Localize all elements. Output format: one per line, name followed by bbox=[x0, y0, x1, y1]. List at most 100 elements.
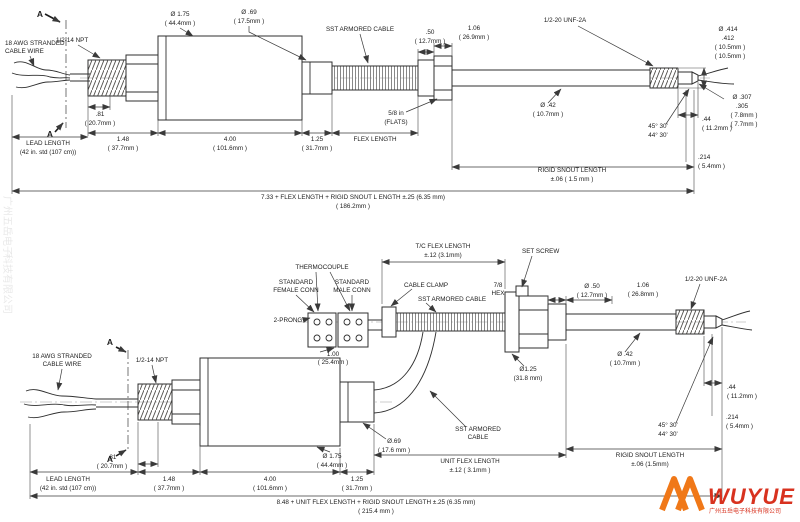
label-2-prong: 2-PRONG bbox=[274, 317, 303, 324]
dim-dia50-mm: ( 12.7mm ) bbox=[577, 292, 607, 299]
dim-dia-conn-mm: ( 17.5mm ) bbox=[234, 18, 264, 25]
dim-125-mm: ( 31.7mm ) bbox=[342, 485, 372, 492]
dim-81-mm: ( 20.7mm ) bbox=[85, 120, 115, 127]
flex-conduit bbox=[331, 65, 419, 91]
top-view-parts bbox=[11, 35, 735, 121]
label-tc-flex: T/C FLEX LENGTH bbox=[416, 243, 471, 250]
tip-chamfer bbox=[691, 71, 699, 85]
hex-nut bbox=[433, 55, 453, 101]
wuyue-logo-text: WUYUE bbox=[708, 484, 795, 509]
dim-214: .214 bbox=[726, 414, 739, 421]
top-view-dimensions bbox=[11, 13, 725, 194]
dim-overall-mm: ( 186.2mm ) bbox=[336, 203, 370, 210]
label-male-conn: STANDARD bbox=[335, 279, 370, 286]
leader-awg bbox=[56, 368, 63, 391]
leader-cable-clamp bbox=[390, 288, 413, 307]
label-awg-2: CABLE WIRE bbox=[43, 361, 82, 368]
tc-female-connector bbox=[307, 312, 337, 348]
dim-125: 1.25 bbox=[311, 136, 324, 143]
label-thermocouple: THERMOCOUPLE bbox=[295, 264, 348, 271]
bottom-view: A A T/C FLEX LENGTH ±.12 (3.1mm) SET SCR… bbox=[20, 243, 757, 515]
curved-armored-cable bbox=[373, 331, 437, 414]
dim-angle: 45° 30' bbox=[658, 421, 677, 429]
dim-50-mm: ( 12.7mm ) bbox=[415, 38, 445, 45]
dim-angle: 45° 30' bbox=[648, 122, 667, 130]
section-label-a: A bbox=[37, 9, 43, 19]
leader-dia69 bbox=[362, 422, 387, 440]
dim-81: .81 bbox=[96, 111, 105, 118]
probe-tip bbox=[677, 71, 693, 85]
probe-thread bbox=[675, 309, 705, 335]
tip-wires bbox=[721, 310, 753, 331]
label-unit-flex-2: ±.12 ( 3.1mm ) bbox=[450, 467, 491, 474]
dim-106-mm: ( 26.9mm ) bbox=[459, 34, 489, 41]
fitting-disc bbox=[504, 291, 520, 353]
label-awg: 18 AWG STRANDED bbox=[32, 353, 92, 360]
leader-dia-conn bbox=[248, 26, 307, 61]
dim-od305: .305 bbox=[736, 103, 749, 110]
wuyue-logo-mark-icon bbox=[659, 476, 705, 512]
cable-connector bbox=[339, 381, 375, 423]
label-sst-cable: SST ARMORED CABLE bbox=[418, 296, 486, 303]
label-flats-2: (FLATS) bbox=[384, 119, 407, 126]
probe-thread bbox=[649, 67, 679, 89]
dim-dia69: Ø.69 bbox=[387, 438, 401, 445]
tc-male-connector bbox=[337, 312, 369, 348]
hex-collar-facets bbox=[172, 389, 200, 415]
label-lead-length: LEAD LENGTH bbox=[26, 140, 70, 147]
brand-logo: WUYUE 广州五岳电子科技有限公司 bbox=[659, 476, 795, 515]
dim-dia-body: Ø 1.75 bbox=[323, 453, 342, 460]
cable-clamp bbox=[381, 306, 397, 338]
top-view-labels: A A 18 AWG STRANDED CABLE WIRE 1/2-14 NP… bbox=[5, 9, 757, 210]
label-rigid-snout: RIGID SNOUT LENGTH bbox=[616, 452, 685, 459]
label-cable-clamp: CABLE CLAMP bbox=[404, 282, 448, 289]
dim-od307-mm: ( 7.8mm ) bbox=[731, 112, 758, 119]
section-label-a: A bbox=[107, 337, 113, 347]
dim-400-mm: ( 101.6mm ) bbox=[253, 485, 287, 492]
bottom-view-parts bbox=[23, 285, 753, 447]
dim-214: .214 bbox=[698, 154, 711, 161]
leader-thermocouple-2 bbox=[329, 271, 351, 312]
tc-connector-pins bbox=[313, 318, 363, 342]
leader-npt bbox=[151, 364, 158, 384]
dim-44-mm: ( 11.2mm ) bbox=[727, 393, 757, 400]
dim-dia-body-mm: ( 44.4mm ) bbox=[317, 462, 347, 469]
leader-dia42 bbox=[547, 88, 562, 104]
leader-set-screw bbox=[521, 255, 533, 288]
fitting-hex-facets bbox=[519, 309, 548, 335]
leader-od307 bbox=[698, 83, 725, 100]
tc-link-wires bbox=[368, 319, 382, 331]
set-screw bbox=[515, 285, 529, 297]
dim-od307: Ø .307 bbox=[733, 94, 752, 101]
bottom-view-dimensions bbox=[29, 255, 723, 499]
label-flex-length: FLEX LENGTH bbox=[353, 136, 396, 143]
label-sst-curve: SST ARMORED bbox=[455, 426, 501, 433]
leader-dia-body bbox=[316, 446, 331, 453]
dim-81-mm: ( 20.7mm ) bbox=[97, 463, 127, 470]
dim-od305-mm: ( 7.7mm ) bbox=[731, 121, 758, 128]
dim-400: 4.00 bbox=[224, 136, 237, 143]
transducer-body bbox=[199, 357, 341, 447]
leader-npt bbox=[77, 44, 101, 59]
watermark: 广州五岳电子 科技有限公司 bbox=[1, 196, 14, 314]
transducer-body bbox=[157, 35, 303, 121]
dim-400: 4.00 bbox=[264, 476, 277, 483]
label-hex-2: HEX bbox=[492, 290, 506, 297]
leader-sst bbox=[359, 33, 369, 64]
lead-wires bbox=[11, 61, 71, 89]
label-awg: CABLE WIRE bbox=[5, 48, 44, 55]
leader-dia125 bbox=[511, 353, 525, 367]
dim-81: .81 bbox=[108, 454, 117, 461]
dim-dia-body-mm: ( 44.4mm ) bbox=[165, 20, 195, 27]
dim-dia42-mm: ( 10.7mm ) bbox=[533, 111, 563, 118]
leader-flats bbox=[405, 98, 438, 113]
label-lead-length: LEAD LENGTH bbox=[46, 476, 90, 483]
hex-nut-facets bbox=[434, 65, 452, 91]
label-female-conn: STANDARD bbox=[279, 279, 314, 286]
dim-50: .50 bbox=[426, 29, 435, 36]
lead-cable bbox=[70, 73, 90, 82]
dim-od414-mm: ( 10.5mm ) bbox=[715, 44, 745, 51]
dim-od412: .412 bbox=[722, 35, 735, 42]
label-unf-thread: 1/2-20 UNF-2A bbox=[685, 276, 728, 283]
probe-tip bbox=[703, 315, 717, 329]
